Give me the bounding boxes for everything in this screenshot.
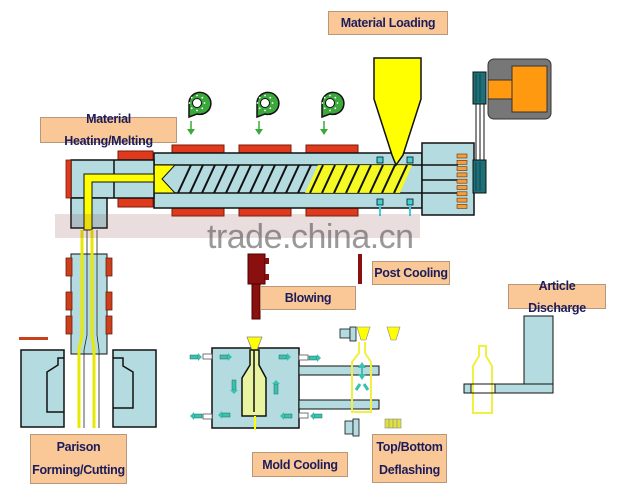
coolant-arrow-icon (230, 379, 238, 394)
coolant-arrow-icon (308, 354, 321, 362)
label-text: Material Loading (340, 16, 436, 30)
gear-tooth (456, 160, 468, 165)
label-text: Forming/Cutting (32, 463, 125, 477)
gear-tooth (456, 191, 468, 197)
watermark: trade.china.cn (207, 218, 414, 256)
motor (472, 58, 552, 194)
coolant-arrow-icon (218, 411, 231, 419)
label-blowing: Blowing (260, 286, 356, 310)
flow-arrow-icon (255, 121, 263, 135)
gear-tooth (456, 197, 468, 203)
screw-flight (273, 164, 288, 194)
screw-flight (393, 164, 408, 194)
screw-flight (333, 164, 348, 194)
screw-flight (249, 164, 264, 194)
screw-flight (177, 164, 192, 194)
label-material-heating: Material Heating/Melting (40, 112, 177, 148)
gear-tooth (456, 178, 468, 184)
flow-arrow-icon (187, 121, 195, 135)
screw-flight (189, 164, 204, 194)
coolant-arrow-icon (190, 412, 203, 420)
screw-flight (381, 164, 396, 194)
bottle-icon (471, 345, 495, 414)
screw-flight (369, 164, 384, 194)
mold-half-right (112, 349, 157, 428)
gear-tooth (456, 172, 468, 178)
article-discharge (463, 315, 554, 414)
screw-flight (297, 164, 312, 194)
gear-tooth (456, 204, 468, 209)
gear-tooth (456, 185, 468, 190)
label-article-discharge: Article Discharge (508, 279, 606, 315)
extruder-barrel (153, 144, 423, 217)
flow-arrow-icon (320, 121, 328, 135)
heater-band (305, 144, 359, 154)
heater-band (171, 144, 225, 154)
screw-flight (285, 164, 300, 194)
screw-flight (237, 164, 252, 194)
closed-mold (189, 336, 380, 430)
cutter-blade (19, 337, 48, 340)
screw-flight (201, 164, 216, 194)
cooling-fan-icon (321, 91, 345, 119)
screw-flight (357, 164, 372, 194)
screw-flight (345, 164, 360, 194)
cooling-fan-icon (188, 91, 212, 119)
extrusion-head (65, 150, 155, 355)
label-deflashing: Top/Bottom Deflashing (372, 434, 447, 483)
label-text: Material Heating/Melting (64, 112, 153, 148)
heater-band (238, 144, 292, 154)
coolant-arrow-icon (219, 353, 232, 361)
coolant-arrow-icon (280, 412, 293, 420)
gearbox (421, 142, 475, 216)
screw-flight (261, 164, 276, 194)
label-material-loading: Material Loading (328, 11, 448, 35)
coolant-arrow-icon (278, 353, 291, 361)
label-post-cooling: Post Cooling (372, 261, 450, 285)
gear-tooth (456, 166, 468, 171)
label-mold-cooling: Mold Cooling (252, 452, 348, 477)
cooling-fan-icon (256, 91, 280, 119)
mold-half-left (20, 349, 65, 428)
screw-flight (309, 164, 324, 194)
gear-tooth (456, 153, 468, 159)
blow-pin (247, 253, 362, 320)
parison (77, 230, 100, 428)
label-text: Deflashing (379, 462, 440, 477)
label-text: Post Cooling (374, 266, 448, 280)
label-text: Parison (56, 440, 101, 454)
coolant-arrow-icon (310, 412, 323, 420)
screw-flight (225, 164, 240, 194)
hopper-icon (373, 57, 422, 167)
label-text: Top/Bottom (376, 439, 443, 454)
label-text: Article Discharge (528, 278, 586, 315)
label-text: Mold Cooling (262, 457, 338, 472)
screw-flight (213, 164, 228, 194)
label-text: Blowing (284, 291, 332, 305)
deflashing-station (339, 326, 402, 437)
screw-flight (321, 164, 336, 194)
label-parison-forming: Parison Forming/Cutting (30, 434, 127, 484)
coolant-arrow-icon (189, 353, 202, 361)
coolant-arrow-icon (272, 380, 280, 395)
